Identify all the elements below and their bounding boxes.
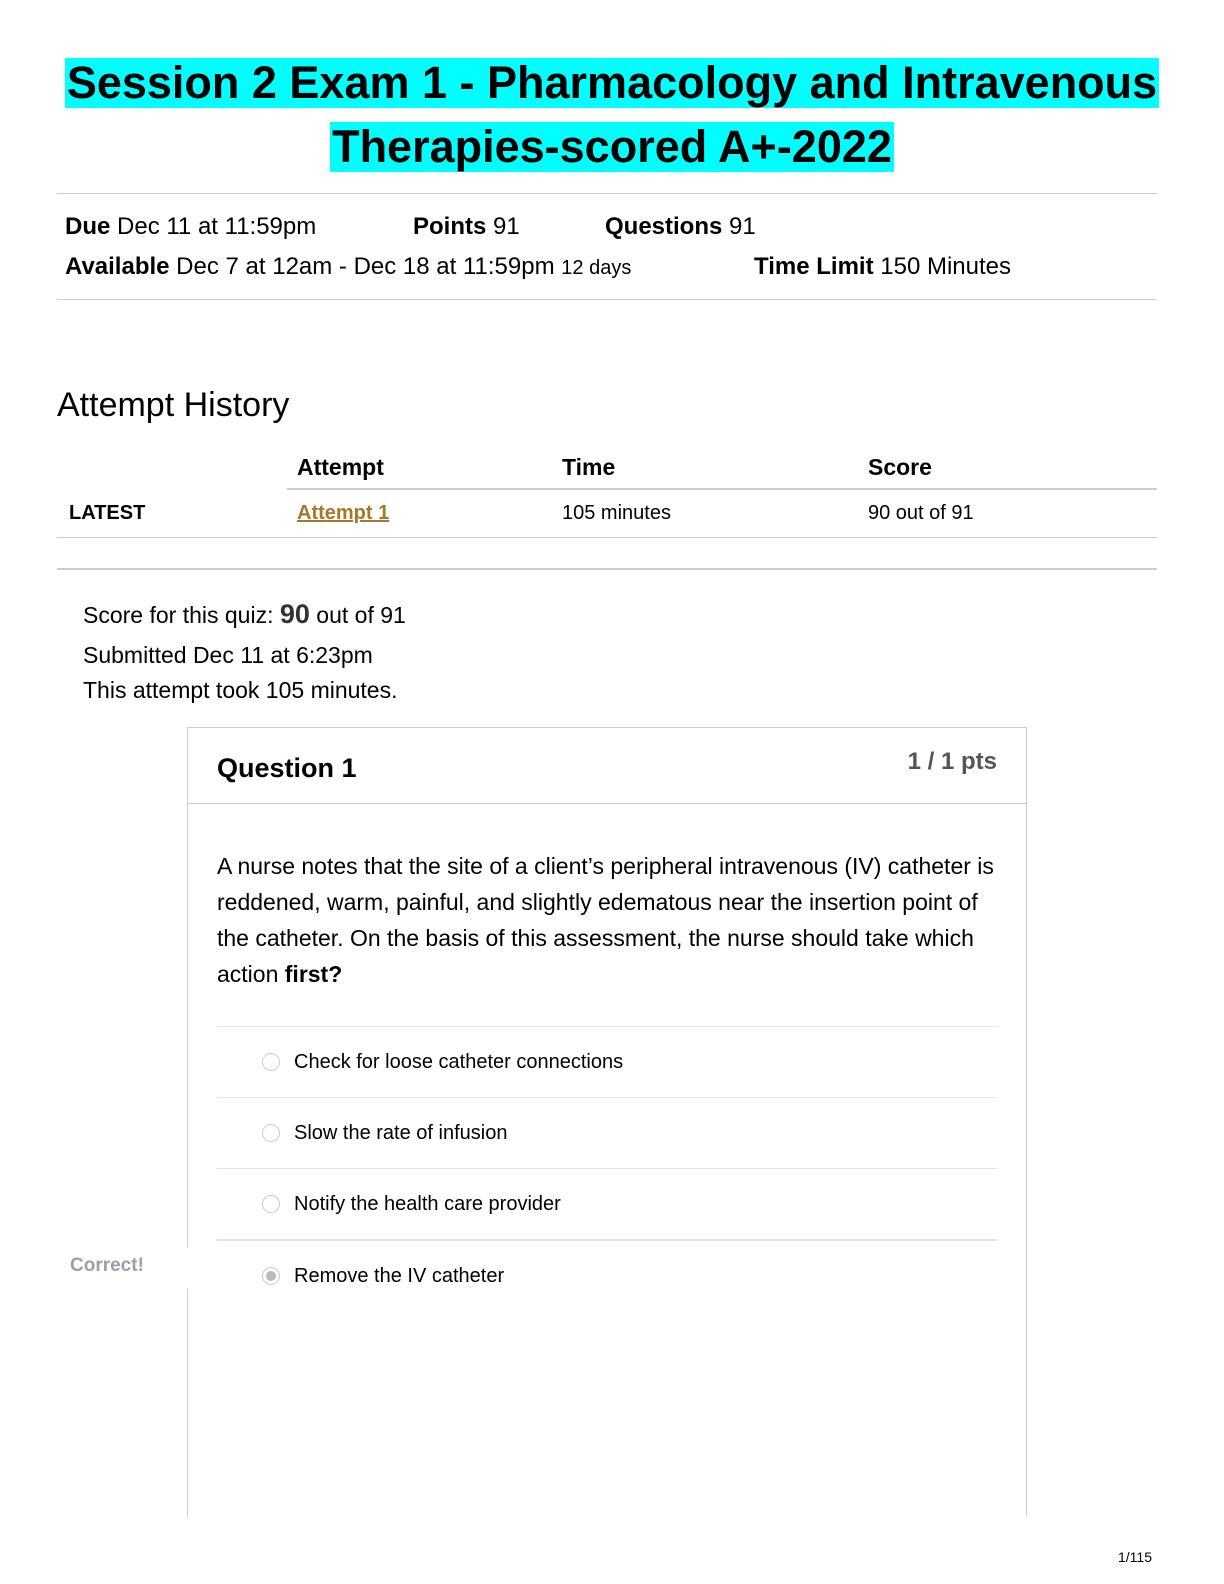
col-header-time: Time xyxy=(562,454,616,480)
page-number: 1/115 xyxy=(1118,1549,1152,1565)
radio-button[interactable] xyxy=(262,1124,280,1142)
due-field: Due Dec 11 at 11:59pm xyxy=(65,213,317,240)
question-text: A nurse notes that the site of a client’… xyxy=(217,853,994,987)
question-points: 1 / 1 pts xyxy=(907,748,997,775)
correct-answer-flag: Correct! xyxy=(70,1255,144,1276)
submitted-text: Submitted Dec 11 at 6:23pm xyxy=(83,642,373,668)
attempt-score: 90 out of 91 xyxy=(868,502,974,524)
answer-option[interactable]: Check for loose catheter connections xyxy=(217,1026,997,1097)
col-header-attempt: Attempt xyxy=(297,454,384,480)
divider xyxy=(57,299,1157,300)
table-header-rule xyxy=(287,488,1157,490)
divider xyxy=(57,193,1157,194)
answer-option[interactable]: Slow the rate of infusion xyxy=(217,1097,997,1168)
question-card: Question 1 1 / 1 pts A nurse notes that … xyxy=(187,727,1027,1517)
available-field: Available Dec 7 at 12am - Dec 18 at 11:5… xyxy=(65,253,632,280)
divider xyxy=(57,568,1157,570)
answer-option[interactable]: Notify the health care provider xyxy=(217,1168,997,1239)
questions-field: Questions 91 xyxy=(605,213,756,240)
answer-label: Check for loose catheter connections xyxy=(294,1051,624,1073)
radio-button[interactable] xyxy=(262,1053,280,1071)
question-emphasis: first? xyxy=(284,961,343,987)
question-title: Question 1 xyxy=(217,753,357,783)
attempt-1-link[interactable]: Attempt 1 xyxy=(297,502,390,524)
radio-button[interactable] xyxy=(262,1195,280,1213)
time-limit-field: Time Limit 150 Minutes xyxy=(754,253,1011,280)
table-bottom-rule xyxy=(57,537,1157,538)
quiz-score: Score for this quiz: 90 out of 91 xyxy=(83,599,406,629)
answer-label: Remove the IV catheter xyxy=(294,1265,505,1287)
duration-text: This attempt took 105 minutes. xyxy=(83,677,398,703)
score-value: 90 xyxy=(279,599,310,629)
attempt-history-heading: Attempt History xyxy=(57,386,290,424)
title-line-2: Therapies-scored A+-2022 xyxy=(330,121,894,172)
document-title: Session 2 Exam 1 - Pharmacology and Intr… xyxy=(0,58,1224,172)
available-days: 12 days xyxy=(561,257,632,279)
answer-label: Notify the health care provider xyxy=(294,1193,561,1215)
answer-option-selected[interactable]: Remove the IV catheter xyxy=(217,1239,997,1310)
col-header-score: Score xyxy=(868,454,932,480)
points-field: Points 91 xyxy=(413,213,520,240)
question-header: Question 1 1 / 1 pts xyxy=(188,728,1026,804)
latest-badge: LATEST xyxy=(69,502,146,524)
border-gap xyxy=(180,1247,194,1289)
title-line-1: Session 2 Exam 1 - Pharmacology and Intr… xyxy=(64,57,1160,108)
answer-label: Slow the rate of infusion xyxy=(294,1122,508,1144)
attempt-time: 105 minutes xyxy=(562,502,671,524)
radio-button-selected[interactable] xyxy=(262,1267,280,1285)
